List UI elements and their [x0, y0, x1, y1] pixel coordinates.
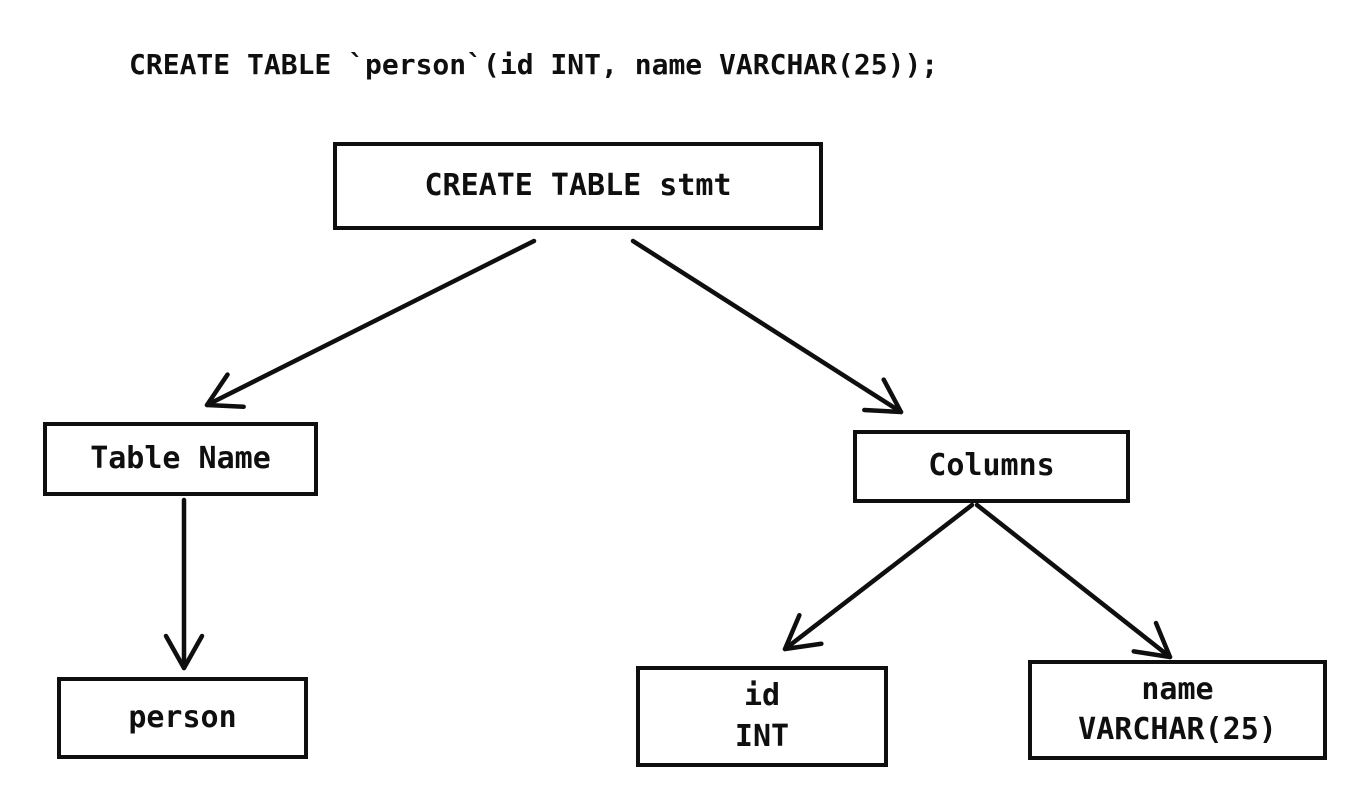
- node-create-table-stmt-label: CREATE TABLE stmt: [424, 167, 732, 203]
- node-person-value-label: person: [128, 699, 237, 735]
- node-column-id-int-label: id INT: [734, 678, 790, 754]
- sql-statement-text: CREATE TABLE `person`(id INT, name VARCH…: [129, 48, 939, 81]
- node-column-id-int: id INT: [636, 666, 888, 767]
- node-columns-label: Columns: [928, 448, 1055, 484]
- node-table-name-label: Table Name: [90, 440, 271, 476]
- node-column-name-varchar: name VARCHAR(25): [1028, 660, 1327, 760]
- edge-root-to-columns: [630, 238, 904, 415]
- node-create-table-stmt: CREATE TABLE stmt: [333, 142, 823, 230]
- node-columns: Columns: [853, 430, 1130, 503]
- node-person-value: person: [57, 677, 308, 759]
- node-table-name: Table Name: [43, 422, 318, 496]
- edge-columns-to-col-id: [782, 502, 975, 652]
- edge-root-to-table-name: [204, 238, 537, 409]
- edge-columns-to-col-name: [974, 502, 1173, 660]
- node-column-name-varchar-label: name VARCHAR(25): [1078, 671, 1277, 748]
